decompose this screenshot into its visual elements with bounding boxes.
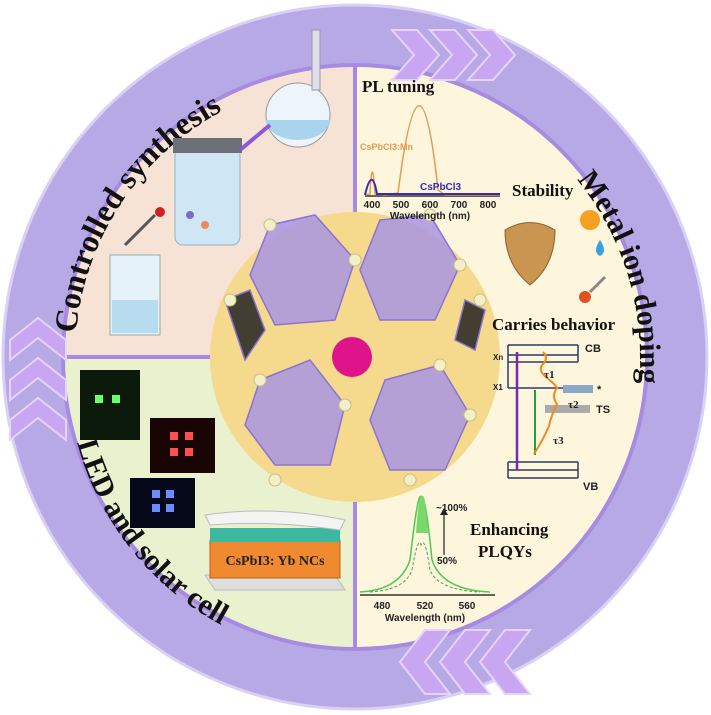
x-tick: 800 xyxy=(480,200,497,211)
pl-tuning-chart: CsPbCl3:Mn CsPbCl3 400 500 600 700 800 W… xyxy=(360,105,500,222)
plqy-high-label: ~100% xyxy=(436,503,468,514)
stability-illustration xyxy=(504,210,607,303)
x1-label: X1 xyxy=(493,383,503,392)
tau3-label: τ3 xyxy=(553,435,564,447)
plqy-low-label: 50% xyxy=(437,556,457,567)
device-label: CsPbI3: Yb NCs xyxy=(225,554,325,569)
solar-cell-device: CsPbI3: Yb NCs xyxy=(204,510,346,591)
star-label: * xyxy=(597,384,602,396)
x-tick: 560 xyxy=(459,601,476,612)
chevrons-top xyxy=(389,29,517,81)
x-tick: 700 xyxy=(451,200,468,211)
series-pure-line xyxy=(364,178,500,196)
chevrons-left xyxy=(9,316,67,443)
led-photos xyxy=(80,370,215,528)
tau1-label: τ1 xyxy=(544,369,555,381)
water-drop-icon xyxy=(596,240,604,256)
series-mn-line xyxy=(364,105,500,196)
sun-icon xyxy=(580,210,600,230)
x-tick: 520 xyxy=(417,601,434,612)
xn-label: Xn xyxy=(493,353,503,362)
x-tick: 480 xyxy=(374,601,391,612)
plqy-title-line2: PLQYs xyxy=(478,542,532,561)
ts-label: TS xyxy=(596,404,610,416)
series-pure-label: CsPbCl3 xyxy=(420,182,462,193)
x-axis-label: Wavelength (nm) xyxy=(390,211,470,222)
x-tick: 400 xyxy=(364,200,381,211)
chevrons-bottom xyxy=(398,629,533,695)
pl-tuning-title: PL tuning xyxy=(362,77,435,96)
x-tick: 600 xyxy=(422,200,439,211)
synthesis-illustration xyxy=(109,29,331,336)
octahedra xyxy=(224,214,486,471)
carriers-title: Carries behavior xyxy=(492,315,616,334)
plqy-chart: ~100% 50% 480 520 560 Wavelength (nm) xyxy=(359,495,495,624)
x-axis-label: Wavelength (nm) xyxy=(385,613,465,624)
plqy-title-line1: Enhancing xyxy=(470,520,549,539)
stability-title: Stability xyxy=(512,181,574,200)
vb-label: VB xyxy=(583,481,598,493)
carriers-diagram xyxy=(507,344,593,479)
a-site-cation xyxy=(332,337,372,377)
tau2-label: τ2 xyxy=(568,399,579,411)
thermometer-icon xyxy=(579,291,591,303)
atoms xyxy=(223,208,487,487)
x-tick: 500 xyxy=(393,200,410,211)
series-mn-label: CsPbCl3:Mn xyxy=(360,142,413,152)
cb-label: CB xyxy=(585,343,601,355)
